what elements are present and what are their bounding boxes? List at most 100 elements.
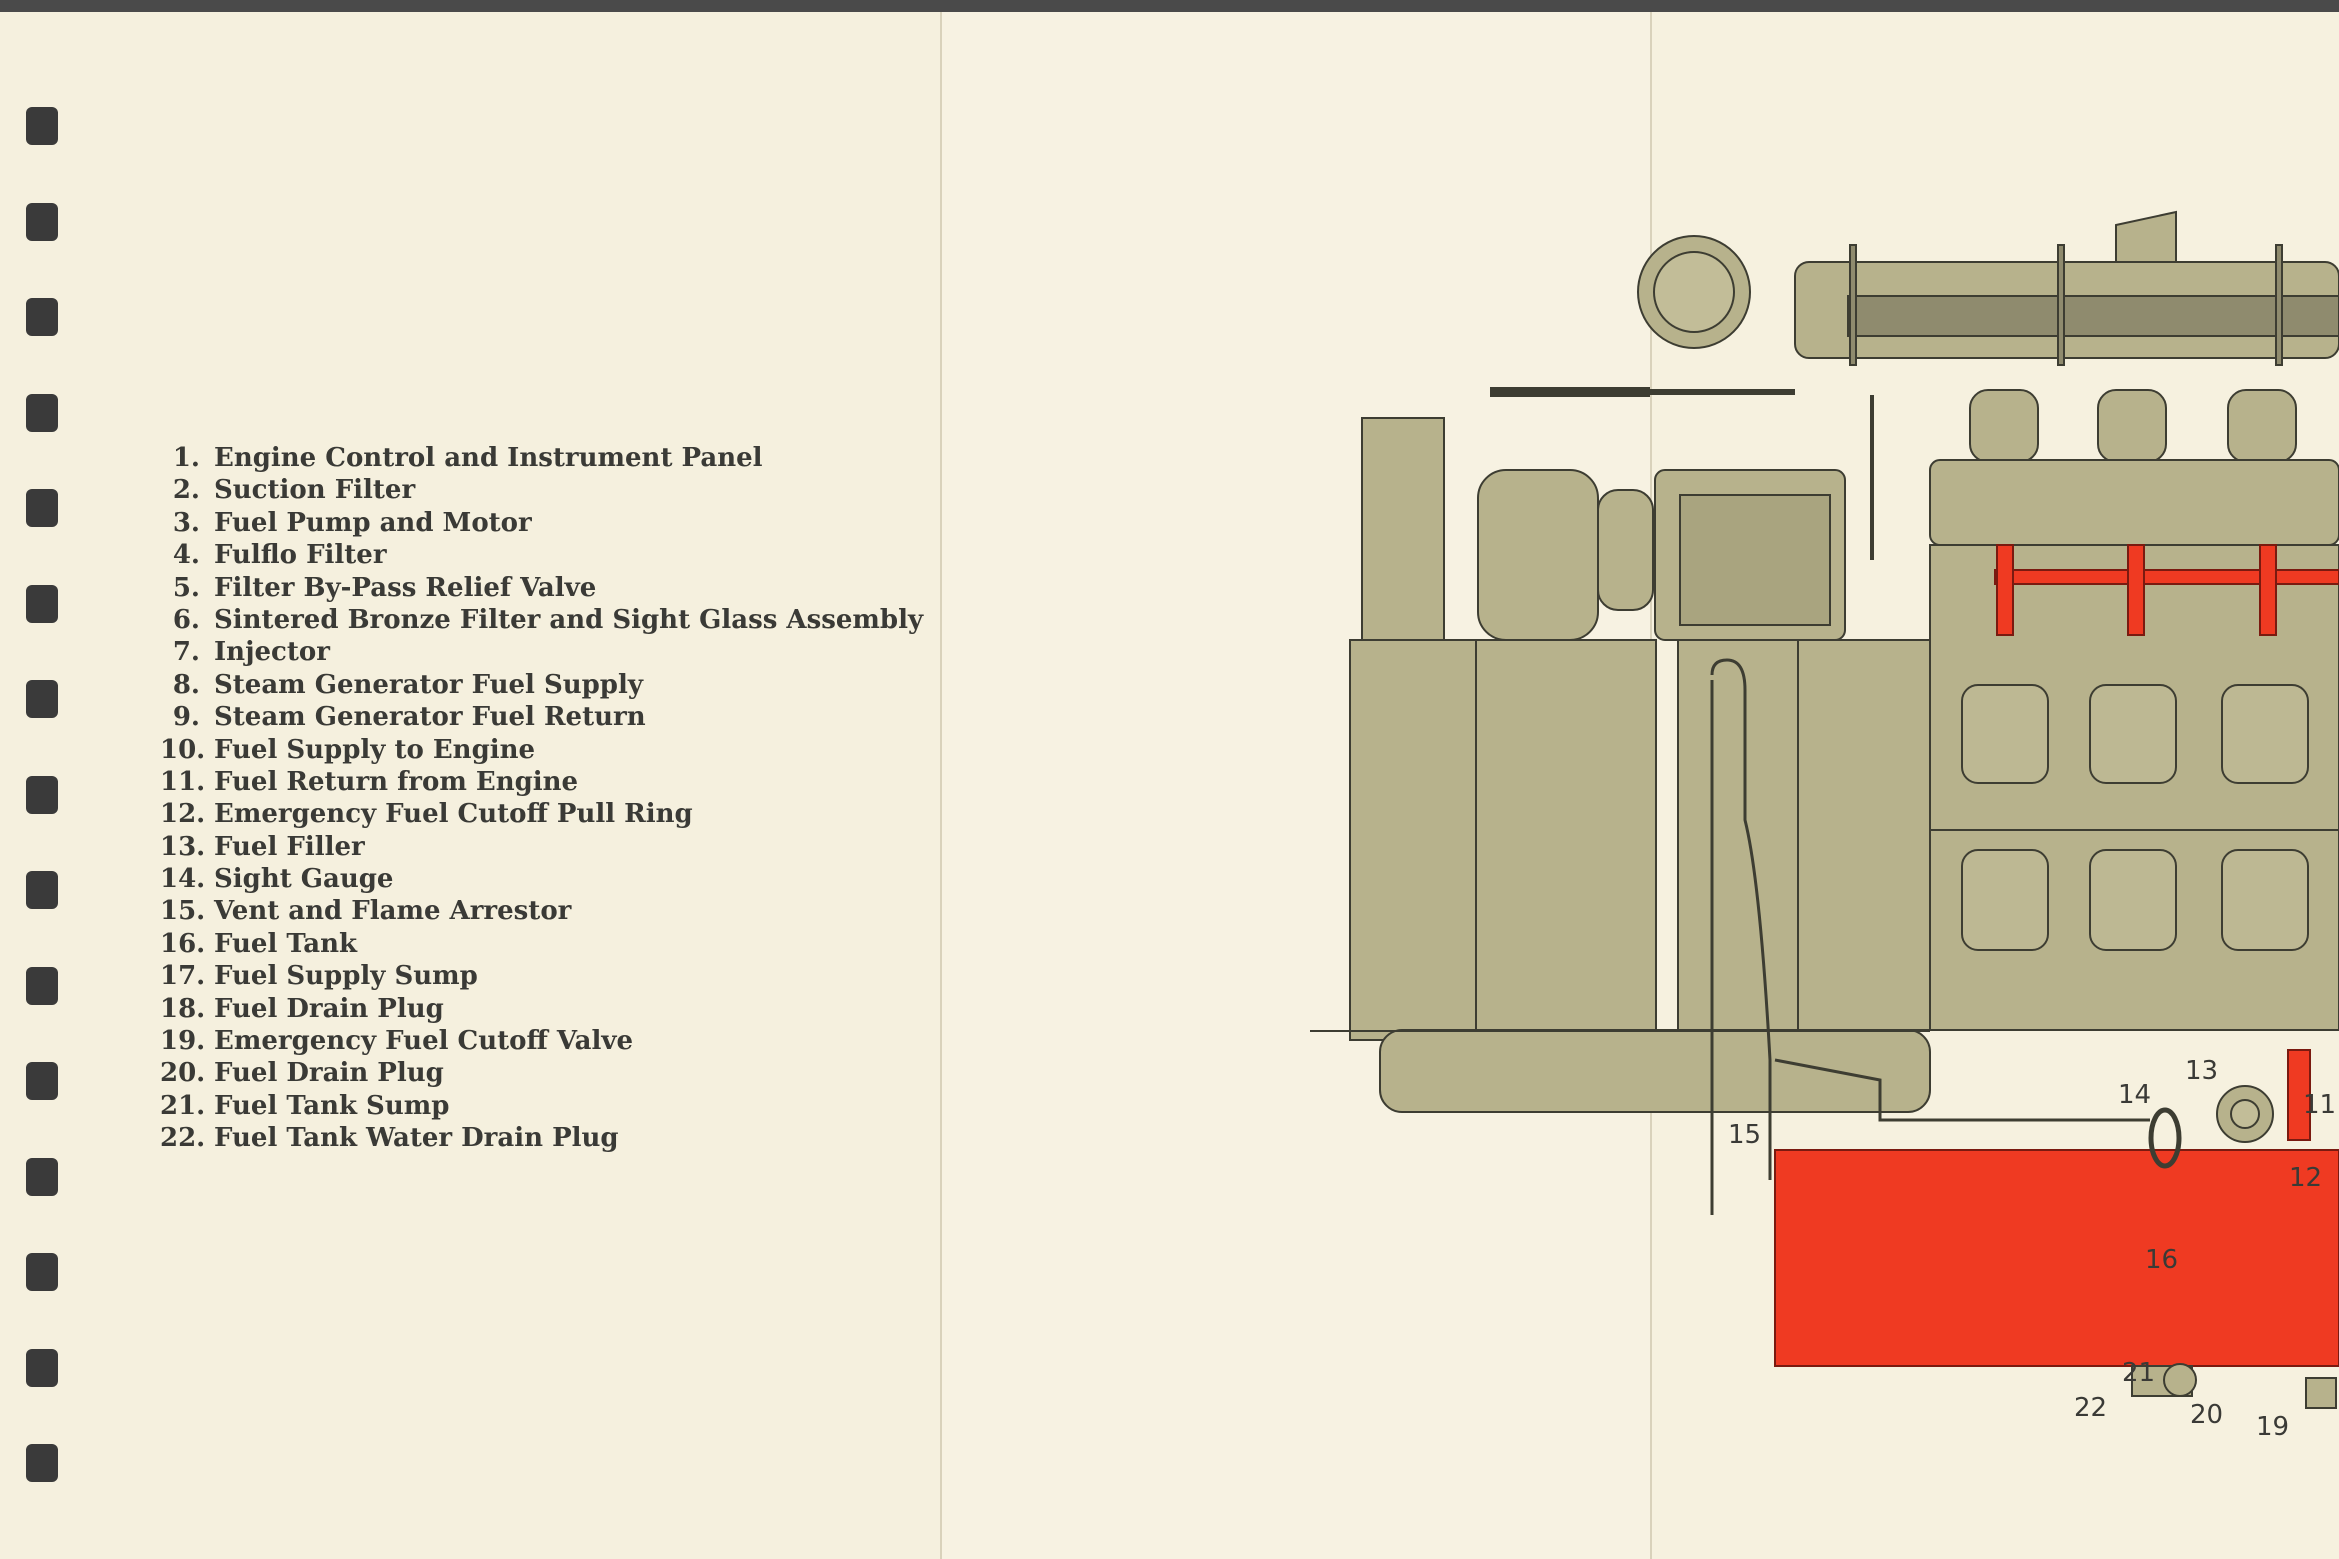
legend-item-label: Injector	[214, 637, 330, 668]
binding-hole	[26, 1253, 58, 1291]
return-pipe	[2287, 1049, 2311, 1141]
legend-item-label: Fuel Return from Engine	[214, 766, 579, 797]
left-housing	[1349, 639, 1477, 1041]
callout-19: 19	[2256, 1412, 2289, 1442]
legend-item-number: 6.	[172, 604, 200, 635]
legend-item-number: 11.	[160, 766, 206, 797]
legend-item: 13.Fuel Filler	[160, 831, 923, 863]
left-page	[0, 12, 940, 1559]
legend-item-label: Steam Generator Fuel Return	[214, 702, 646, 733]
callout-14: 14	[2118, 1080, 2151, 1110]
legend-item: 3. Fuel Pump and Motor	[160, 507, 923, 539]
callout-11: 11	[2303, 1090, 2336, 1120]
binding-hole	[26, 393, 58, 432]
legend-item-label: Engine Control and Instrument Panel	[214, 443, 763, 473]
legend-item: 10.Fuel Supply to Engine	[160, 734, 923, 766]
legend-item: 18. Fuel Drain Plug	[160, 993, 923, 1025]
legend-item-number: 22.	[160, 1123, 206, 1154]
legend-item-label: Emergency Fuel Cutoff Pull Ring	[214, 799, 693, 830]
binding-hole	[26, 775, 58, 814]
legend-item-label: Suction Filter	[214, 475, 416, 506]
binding-hole	[26, 871, 58, 909]
legend-item-label: Fuel Tank	[214, 928, 357, 959]
filter-grid	[1679, 494, 1831, 626]
legend-item: 17. Fuel Supply Sump	[160, 960, 923, 992]
legend-item-number: 19.	[160, 1026, 206, 1057]
fuel-system-red	[1774, 544, 2339, 1409]
legend-item: 7. Injector	[160, 636, 923, 668]
legend-item-number: 5.	[172, 572, 200, 603]
control-panel	[1361, 417, 1445, 645]
callout-21: 21	[2122, 1358, 2155, 1388]
page-fold-left	[940, 12, 942, 1559]
manifold-screen	[1847, 295, 2339, 337]
legend-item-number: 2.	[172, 475, 200, 506]
callout-12: 12	[2289, 1163, 2322, 1193]
legend-item-label: Steam Generator Fuel Supply	[214, 669, 643, 700]
binding-hole	[26, 1062, 58, 1100]
legend-item-label: Sintered Bronze Filter and Sight Glass A…	[214, 604, 924, 635]
legend-item-label: Filter By-Pass Relief Valve	[214, 572, 597, 603]
binding-hole	[26, 584, 58, 623]
legend-item-number: 1.	[172, 443, 200, 473]
legend-item: 12. Emergency Fuel Cutoff Pull Ring	[160, 798, 923, 830]
legend-item-number: 12.	[160, 799, 206, 830]
vent-pipe	[1710, 658, 2150, 1215]
diagram-callouts: 15 14 13 11 12 16 21 22 20 19	[1728, 1056, 2336, 1442]
fuel-tank	[1774, 1149, 2339, 1367]
legend-item-number: 8.	[172, 669, 200, 700]
callout-15: 15	[1728, 1120, 1761, 1150]
legend-item-number: 3.	[172, 507, 200, 538]
legend-item-label: Vent and Flame Arrestor	[214, 896, 572, 927]
legend-item-label: Fulflo Filter	[214, 540, 387, 571]
engine-body	[1349, 210, 2339, 1113]
legend-item-label: Fuel Supply Sump	[214, 961, 478, 992]
legend-item: 21.Fuel Tank Sump	[160, 1090, 923, 1122]
legend-item: 5. Filter By-Pass Relief Valve	[160, 572, 923, 604]
cylinder-head	[1929, 459, 2339, 546]
legend-item-number: 15.	[160, 896, 206, 927]
binding-hole	[26, 202, 58, 241]
legend-item: 15. Vent and Flame Arrestor	[160, 895, 923, 927]
binding-hole	[26, 107, 58, 145]
legend-item-number: 9.	[172, 702, 200, 733]
callout-20: 20	[2190, 1400, 2223, 1430]
legend-item: 1. Engine Control and Instrument Panel	[160, 442, 923, 474]
callout-22: 22	[2074, 1393, 2107, 1423]
binding-hole	[26, 1444, 58, 1482]
legend-item: 9. Steam Generator Fuel Return	[160, 701, 923, 733]
legend-item-number: 20.	[160, 1058, 206, 1089]
injector-rail	[1994, 569, 2339, 585]
sight-gauge	[2148, 1107, 2182, 1169]
callout-13: 13	[2185, 1056, 2218, 1086]
top-edge-strip	[0, 0, 2339, 12]
legend-item-number: 4.	[172, 540, 200, 571]
legend-item: 6. Sintered Bronze Filter and Sight Glass…	[160, 604, 923, 636]
legend-item: 4. Fulflo Filter	[160, 539, 923, 571]
binding-hole	[26, 1157, 58, 1196]
parts-legend-list: 1. Engine Control and Instrument Panel 2. S…	[160, 442, 923, 1155]
legend-item-number: 14.	[160, 864, 206, 895]
legend-item-number: 13.	[160, 831, 206, 862]
legend-item: 2. Suction Filter	[160, 474, 923, 506]
legend-item-number: 17.	[160, 961, 206, 992]
binding-hole	[26, 680, 58, 718]
legend-item: 8. Steam Generator Fuel Supply	[160, 669, 923, 701]
manifold-top-fitting	[2115, 210, 2177, 263]
cutoff-valve	[2305, 1377, 2337, 1409]
legend-item-number: 7.	[172, 637, 200, 668]
legend-item: 14. Sight Gauge	[160, 863, 923, 895]
legend-item: 20. Fuel Drain Plug	[160, 1057, 923, 1089]
legend-item: 22. Fuel Tank Water Drain Plug	[160, 1122, 923, 1154]
callout-16: 16	[2145, 1245, 2178, 1275]
legend-item-label: Fuel Drain Plug	[214, 1058, 444, 1089]
legend-item-label: Sight Gauge	[214, 864, 394, 895]
legend-item: 19. Emergency Fuel Cutoff Valve	[160, 1025, 923, 1057]
binding-hole	[26, 1348, 58, 1387]
legend-item-number: 10.	[160, 734, 206, 765]
legend-item-label: Fuel Drain Plug	[214, 993, 444, 1024]
legend-item-label: Fuel Tank Water Drain Plug	[214, 1123, 619, 1154]
legend-item-label: Emergency Fuel Cutoff Valve	[214, 1026, 634, 1057]
legend-item-label: Fuel Pump and Motor	[214, 507, 532, 538]
legend-item-number: 18.	[160, 993, 206, 1024]
